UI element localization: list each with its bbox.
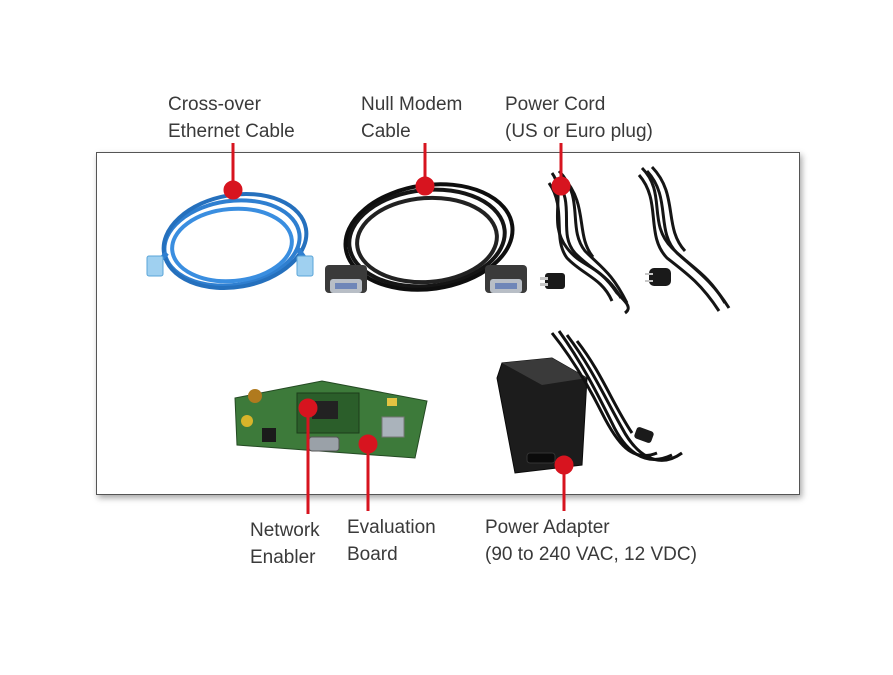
network-enabler-label-line1: Network [250,520,320,541]
power-cord-euro-image [637,165,731,312]
power-cord-callout-dot [551,176,571,196]
product-photo-panel [96,152,800,495]
us-plug-body [545,273,565,289]
component-yellow [387,398,397,406]
network-enabler-callout-dot [298,398,318,418]
power-jack [262,428,276,442]
null-modem-cable-label: Null Modem Cable [361,91,462,145]
ethernet-cable-label-line1: Cross-over [168,94,261,115]
rj45-plug-left [146,255,164,277]
product-photo [146,165,731,474]
us-plug-prong-1 [540,277,548,280]
evaluation-board-callout-dot [358,434,378,454]
power-adapter-label: Power Adapter (90 to 240 VAC, 12 VDC) [485,514,697,568]
rj45-jack [381,416,405,438]
evaluation-board-label-line2: Board [347,544,398,565]
power-adapter-label-line2: (90 to 240 VAC, 12 VDC) [485,544,697,565]
rj45-plug-right [296,255,314,277]
ac-inlet [526,452,556,464]
null-modem-cable-label-line1: Null Modem [361,94,463,115]
network-enabler-label-line2: Enabler [250,547,316,568]
ethernet-cable-label: Cross-over Ethernet Cable [168,91,295,145]
network-enabler-chip [312,401,338,419]
power-cord-label-line1: Power Cord [505,94,606,115]
evaluation-board-label-line1: Evaluation [347,517,436,538]
power-adapter-image [496,330,683,474]
euro-plug-image [645,268,671,286]
network-enabler-label: Network Enabler [250,517,320,571]
capacitor-1 [248,389,262,403]
power-adapter-callout-dot [554,455,574,475]
evaluation-board-label: Evaluation Board [347,514,436,568]
power-cord-label: Power Cord (US or Euro plug) [505,91,653,145]
ethernet-callout-dot [223,180,243,200]
us-plug-prong-2 [540,283,548,286]
null-modem-cable-label-line2: Cable [361,121,411,142]
null-modem-callout-dot [415,176,435,196]
power-cord-label-line2: (US or Euro plug) [505,121,653,142]
ethernet-cable-label-line2: Ethernet Cable [168,121,295,142]
dc-plug [634,427,654,443]
power-adapter-label-line1: Power Adapter [485,517,610,538]
capacitor-2 [241,415,253,427]
db9-connector-right [485,265,527,293]
db9-connector-left [325,265,367,293]
